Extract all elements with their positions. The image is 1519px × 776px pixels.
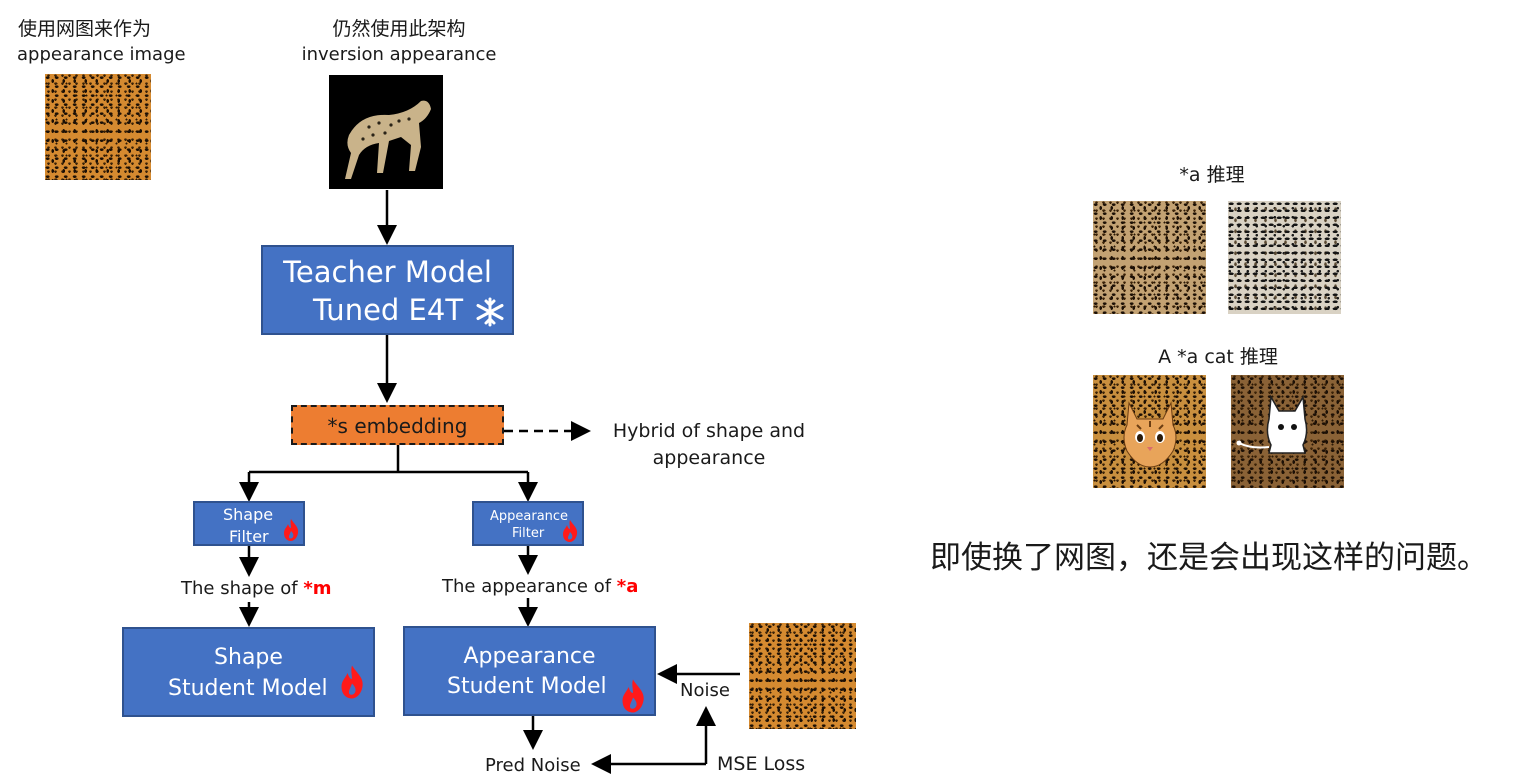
appearance-image-caption-en: appearance image <box>17 44 186 65</box>
flame-icon <box>341 665 363 699</box>
leopard-photo <box>329 75 443 189</box>
tabby-cat-icon <box>1123 401 1177 468</box>
leopard-silhouette-icon <box>345 100 431 179</box>
white-cat-icon <box>1236 394 1308 454</box>
inversion-caption-en: inversion appearance <box>301 44 497 65</box>
appearance-filter-line1: Appearance <box>490 509 569 524</box>
inversion-caption-cn: 仍然使用此架构 <box>332 18 466 40</box>
shape-token: *m <box>303 578 332 599</box>
embedding-note-line2: appearance <box>652 447 766 469</box>
a-cat-inference-caption: A *a cat 推理 <box>1158 346 1278 368</box>
shape-student-model-box: Shape Student Model <box>122 627 375 717</box>
shape-of-caption: The shape of *m <box>181 578 332 599</box>
noise-label: Noise <box>680 680 730 701</box>
appearance-image-caption-cn: 使用网图来作为 <box>18 18 152 40</box>
teacher-model-title: Teacher Model <box>283 255 492 289</box>
flame-icon <box>622 679 644 713</box>
a-inference-image-1 <box>1093 201 1206 314</box>
flame-icon <box>284 519 299 541</box>
appearance-token: *a <box>616 576 639 597</box>
teacher-model-subtitle: Tuned E4T <box>313 293 464 327</box>
appearance-student-model-box: Appearance Student Model <box>403 626 656 716</box>
appearance-student-line2: Student Model <box>447 674 607 699</box>
pred-noise-label: Pred Noise <box>485 755 581 776</box>
a-inference-caption: *a 推理 <box>1179 164 1245 186</box>
appearance-of-text: The appearance of <box>442 576 617 597</box>
embedding-note-line1: Hybrid of shape and <box>612 420 806 442</box>
embedding-box: *s embedding <box>291 405 504 445</box>
snowflake-icon <box>476 297 504 327</box>
shape-filter-line2: Filter <box>229 527 269 546</box>
shape-filter-line1: Shape <box>223 505 274 524</box>
noise-input-texture <box>749 623 856 729</box>
appearance-of-caption: The appearance of *a <box>442 576 639 597</box>
shape-of-text: The shape of <box>181 578 304 599</box>
shape-filter-box: Shape Filter <box>193 501 305 546</box>
flame-icon <box>563 520 578 542</box>
embedding-label: *s embedding <box>327 414 468 438</box>
appearance-student-line1: Appearance <box>463 644 596 669</box>
issue-comment: 即使换了网图，还是会出现这样的问题。 <box>930 540 1488 576</box>
appearance-filter-box: Appearance Filter <box>472 501 584 546</box>
appearance-filter-line2: Filter <box>512 526 545 541</box>
a-inference-image-2 <box>1228 201 1341 314</box>
a-cat-inference-image-2 <box>1231 375 1344 488</box>
a-cat-inference-image-1 <box>1093 375 1206 488</box>
shape-student-line1: Shape <box>214 645 283 670</box>
shape-student-line2: Student Model <box>168 676 328 701</box>
mse-loss-label: MSE Loss <box>717 753 806 775</box>
teacher-model-box: Teacher Model Tuned E4T <box>261 245 514 335</box>
appearance-texture-image <box>45 74 151 180</box>
